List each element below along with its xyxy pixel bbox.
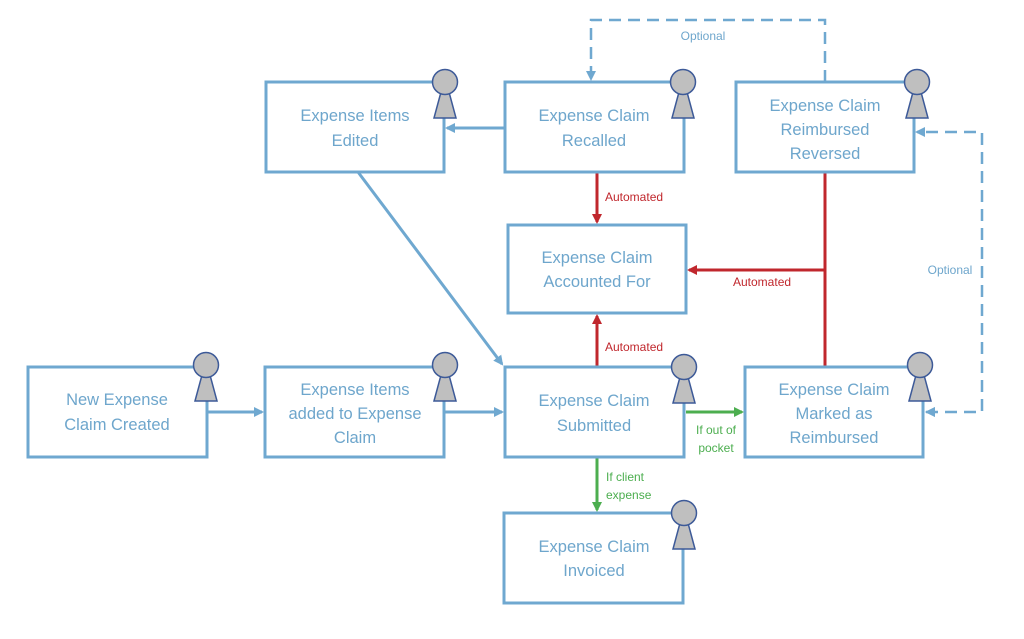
node-text: New Expense [66,391,168,409]
edge-edited-to-submitted [356,171,504,366]
node-text: Reversed [790,145,861,163]
node-text: Expense Claim [779,381,890,399]
node-expense-items-edited: Expense Items Edited [264,68,459,174]
label-automated-recalled: Automated [605,190,663,204]
arrowhead-into-marked [925,407,935,417]
edge-optional-marked-to-reversed [915,127,984,414]
node-text: Submitted [557,417,631,435]
node-expense-claim-marked-as-reimbursed: Expense Claim Marked as Reimbursed [743,351,934,459]
node-text: Expense Claim [770,97,881,115]
node-text: Claim [334,429,376,447]
node-text: Edited [332,132,379,150]
node-text: Invoiced [563,562,624,580]
node-text: Expense Claim [539,538,650,556]
node-text: Expense Claim [539,107,650,125]
node-expense-claim-recalled: Expense Claim Recalled [503,68,697,174]
node-text: Accounted For [543,273,651,291]
label-out-of-pocket-1: If out of [696,423,737,437]
node-text: Expense Claim [542,249,653,267]
node-expense-claim-submitted: Expense Claim Submitted [503,353,698,459]
node-text: Expense Items [300,107,409,125]
node-text: Expense Items [300,381,409,399]
edge-optional-reversed-to-recalled [586,18,827,82]
node-text: Reimbursed [790,429,879,447]
label-optional-right: Optional [928,263,973,277]
node-text: Expense Claim [539,392,650,410]
label-client-expense-1: If client [606,470,645,484]
node-expense-claim-reimbursed-reversed: Expense Claim Reimbursed Reversed [734,68,931,174]
node-text: Reimbursed [781,121,870,139]
node-expense-items-added: Expense Items added to Expense Claim [263,351,459,459]
node-expense-claim-invoiced: Expense Claim Invoiced [502,499,698,605]
node-expense-claim-accounted-for: Expense Claim Accounted For [506,223,688,315]
label-automated-submitted: Automated [605,340,663,354]
node-new-expense-claim-created: New Expense Claim Created [26,351,220,459]
node-text: Claim Created [64,416,169,434]
label-client-expense-2: expense [606,488,652,502]
node-text: Marked as [795,405,872,423]
node-text: added to Expense [288,405,421,423]
label-out-of-pocket-2: pocket [698,441,734,455]
node-text: Recalled [562,132,626,150]
label-automated-reversed: Automated [733,275,791,289]
label-optional-top: Optional [681,29,726,43]
